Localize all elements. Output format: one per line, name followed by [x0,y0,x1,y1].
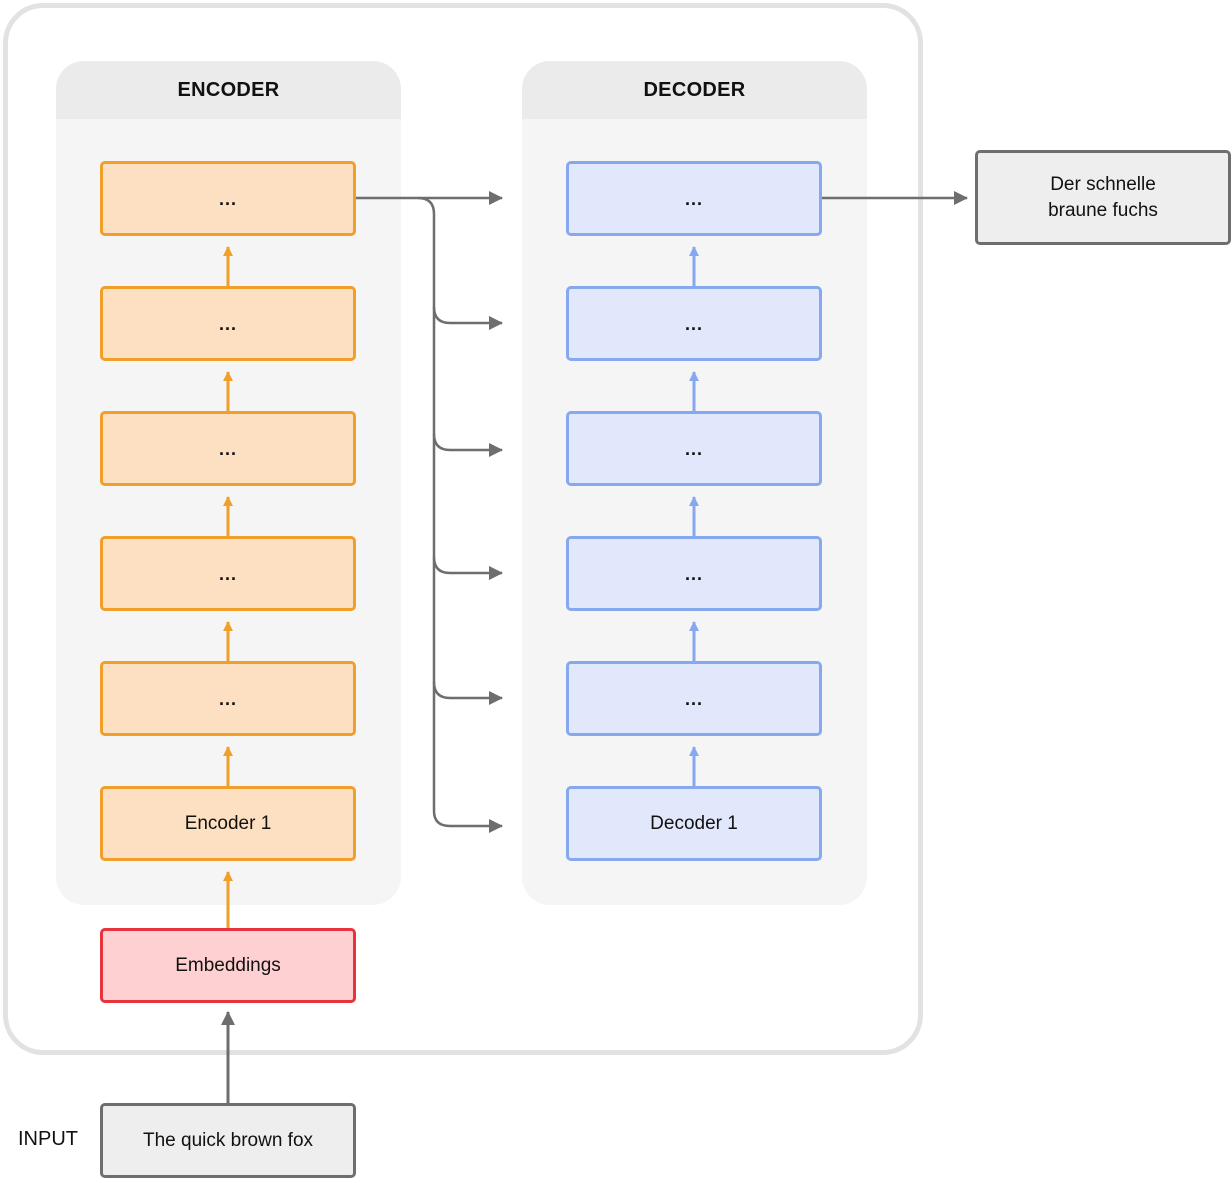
decoder-layer-3: ... [566,536,822,611]
encoder-layer-3: ... [100,536,356,611]
arrow-encoder-to-decoder-2 [432,681,503,705]
input-text-box: The quick brown fox [100,1103,356,1178]
arrow-encoder-to-decoder-4 [432,433,503,457]
encoder-layer-2: ... [100,661,356,736]
bus-encoder-output [417,196,451,828]
encoder-layer-5: ... [100,286,356,361]
decoder-layer-6: ... [566,161,822,236]
decoder-layer-2: ... [566,661,822,736]
decoder-layer-5: ... [566,286,822,361]
output-text-box: Der schnelle braune fuchs [975,150,1231,245]
decoder-layer-4: ... [566,411,822,486]
encoder-layer-1: Encoder 1 [100,786,356,861]
encoder-title: ENCODER [56,61,401,119]
decoder-layer-1: Decoder 1 [566,786,822,861]
arrow-encoder-to-decoder-5 [432,306,503,330]
decoder-title: DECODER [522,61,867,119]
encoder-layer-6: ... [100,161,356,236]
embeddings-block: Embeddings [100,928,356,1003]
input-label: INPUT [18,1128,78,1150]
encoder-layer-4: ... [100,411,356,486]
arrow-encoder-to-decoder-3 [432,556,503,580]
